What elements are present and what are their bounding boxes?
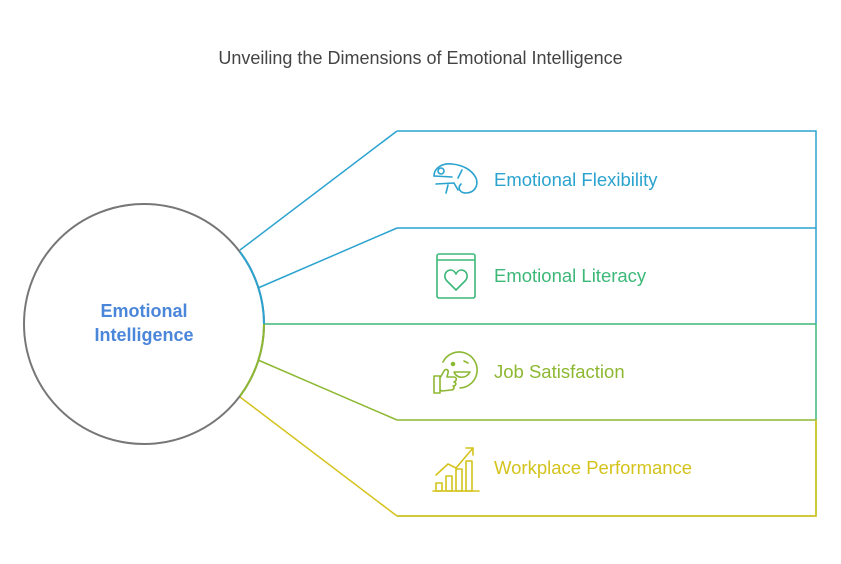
item-label-workplace-performance: Workplace Performance [494,457,693,478]
chameleon-icon [433,163,478,194]
connector-1 [239,130,398,251]
diagram-title: Unveiling the Dimensions of Emotional In… [218,48,623,68]
connector-4 [239,396,398,517]
hub-label: Emotional Intelligence [64,299,224,347]
item-label-emotional-flexibility: Emotional Flexibility [494,169,658,190]
hub-arc-upper [239,251,265,325]
item-label-emotional-literacy: Emotional Literacy [494,265,647,286]
band-outline-4-bottom [397,420,817,517]
smiley-thumbs-up-icon [433,351,478,394]
connector-3 [257,359,398,421]
hub-label-line1: Emotional [100,301,188,321]
band-outline-1 [397,130,817,228]
hub-label-line2: Intelligence [94,325,194,345]
connector-2 [257,227,398,289]
band-outline-2 [397,227,817,324]
heart-book-icon [436,253,476,299]
growth-chart-icon [432,447,480,492]
item-label-job-satisfaction: Job Satisfaction [494,361,625,382]
hub-arc-lower [239,323,265,397]
band-outline-3 [262,323,817,420]
